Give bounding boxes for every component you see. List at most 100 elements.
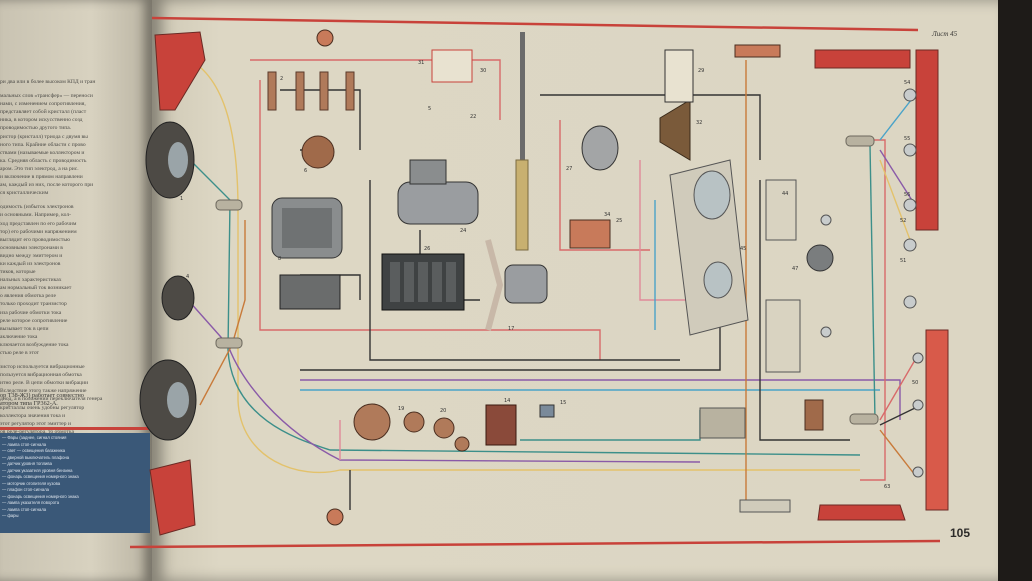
label-horn: 32 bbox=[696, 120, 702, 126]
gauge-panel-upper bbox=[765, 179, 797, 241]
generator bbox=[271, 197, 343, 259]
body-text-line: нами, с изменением сопротивления, bbox=[0, 101, 86, 108]
legend-line: — свет — освещения багажника bbox=[2, 448, 66, 453]
gauge-panel-lower bbox=[765, 299, 801, 373]
label-wiper-motor: 27 bbox=[566, 166, 572, 172]
body-text-line: Вследствие этого также напряжение bbox=[0, 388, 87, 395]
body-text-line: видно между эмиттером и bbox=[0, 252, 63, 259]
label-rear-light-e: 51 bbox=[900, 258, 906, 264]
legend-line: — Фары (заднее, сигнал стояния bbox=[2, 435, 67, 440]
label-headlamp: 1 bbox=[180, 196, 183, 202]
book-edge bbox=[998, 0, 1032, 581]
body-text-line: ного типа. Крайние области с прово bbox=[0, 141, 86, 148]
body-text-line: ника, в котором искусственно созд bbox=[0, 117, 83, 124]
legend-line: — фары bbox=[2, 513, 19, 518]
regulator bbox=[279, 274, 341, 310]
label-battery: 26 bbox=[424, 246, 430, 252]
legend-line: — фонарь освещения номерного знака bbox=[2, 493, 79, 499]
legend-line: — лампа стоп-сигнала bbox=[2, 441, 47, 447]
sheet-label: Лист 45 bbox=[932, 30, 958, 38]
antenna-base bbox=[515, 159, 529, 251]
top-border-line bbox=[151, 16, 919, 32]
harness-connectors bbox=[215, 135, 879, 425]
headlamp-group bbox=[139, 31, 206, 536]
body-text-line: коллектора значения тока и bbox=[0, 412, 66, 419]
label-distributor: 6 bbox=[304, 168, 307, 174]
label-stop-lamp: 63 bbox=[884, 484, 890, 490]
legend-line: — фонарь освещения номерного знака bbox=[2, 474, 79, 479]
body-text-line: итно реле. В цепи обмотки вибрации bbox=[0, 380, 89, 387]
legend-line: — моторчик отопителя кузова bbox=[2, 480, 61, 486]
legend-line: — лампа указателя поворота bbox=[2, 500, 60, 505]
legend-line: — дверной выключатель плафона bbox=[2, 454, 70, 460]
label-oil-sensor: 20 bbox=[440, 408, 446, 414]
bottom-components bbox=[316, 29, 824, 526]
label-number-plate-lamp: 47 bbox=[792, 266, 798, 272]
body-text-line: ам, каждый из них, после которого при bbox=[0, 182, 94, 189]
label-regulator: 31 bbox=[418, 60, 424, 66]
legend-line: — датчик уровня топлива bbox=[2, 461, 52, 466]
body-text-line: выглядит его проводимостью bbox=[0, 236, 71, 243]
body-text-line: ам нормальный ток возникает bbox=[0, 285, 72, 292]
label-fuse-box: 25 bbox=[616, 218, 622, 224]
label-rear-light-b: 55 bbox=[904, 136, 910, 142]
body-text-line: тор) его рабочими напряжением bbox=[0, 228, 77, 235]
legend-rule bbox=[0, 427, 150, 430]
body-text-line: ход представлен по его рабочим bbox=[0, 220, 77, 227]
label-wiper-switch: 34 bbox=[604, 212, 610, 218]
switch-block bbox=[664, 49, 694, 103]
caption-line: атором типа ГР362-А. bbox=[0, 400, 58, 407]
legend-line: — лампа стоп-сигнала bbox=[2, 506, 47, 512]
body-text-line: ристор (кристалл) триода с двумя вы bbox=[0, 133, 88, 140]
label-rear-light-d: 52 bbox=[900, 218, 906, 224]
body-text-line: о явления обмотка реле bbox=[0, 293, 56, 300]
body-text-line: только проходит транзистор bbox=[0, 301, 67, 308]
label-starter: 24 bbox=[460, 228, 466, 234]
body-text-line: аром. Это тип электрод, а на рис. bbox=[0, 165, 79, 172]
spark-plugs bbox=[267, 71, 355, 111]
body-text-line: ся кристаллическим bbox=[0, 190, 49, 197]
body-text-line: реле которое сопротивление bbox=[0, 317, 68, 324]
label-heater-motor: 17 bbox=[508, 326, 514, 332]
body-text-line: ки каждый из электронов bbox=[0, 260, 61, 267]
body-text-line: ри два или в более высоком КПД и тран bbox=[0, 79, 96, 85]
body-text-line: вызывает ток в цепи bbox=[0, 325, 49, 332]
legend-line: — датчик указателя уровня бензина bbox=[2, 467, 73, 473]
body-text-line: и основными. Например, кол- bbox=[0, 212, 71, 219]
bulbs bbox=[820, 88, 924, 478]
instrument-panel bbox=[669, 159, 749, 336]
body-text-line: основными электронами в bbox=[0, 244, 63, 251]
body-text-line: ключается возбуждение тока bbox=[0, 341, 69, 348]
label-relay: 22 bbox=[470, 114, 476, 120]
body-text-line: диод, а в положении переключателя генера bbox=[0, 396, 103, 403]
body-text-line: стью реле в этот bbox=[0, 350, 39, 356]
label-generator: 8 bbox=[278, 256, 281, 262]
label-radio: 29 bbox=[698, 68, 704, 74]
body-text-line: кристаллы очень удобны регулятор bbox=[0, 404, 85, 411]
label-spark-plugs: 2 bbox=[280, 76, 283, 82]
rear-lamps bbox=[734, 44, 949, 521]
body-text-line: представляет собой кристалл (пласт bbox=[0, 109, 87, 116]
page-number: 105 bbox=[950, 526, 971, 540]
label-side-lamp: 4 bbox=[186, 274, 189, 280]
legend-box: — Фары (заднее, сигнал стояния— лампа ст… bbox=[0, 433, 150, 533]
label-tail-lamp: 50 bbox=[912, 380, 918, 386]
label-instrument-panel: 45 bbox=[740, 246, 746, 252]
label-rear-light-c: 56 bbox=[904, 192, 910, 198]
body-text-line: этот регулятор этот эмиттер и bbox=[0, 420, 71, 427]
body-text-line: ка. Средняя область с проводимость bbox=[0, 157, 87, 164]
label-ignition-switch: 30 bbox=[480, 68, 486, 74]
body-text-line: проводимостью другого типа. bbox=[0, 125, 72, 132]
label-fuse-a: 5 bbox=[428, 106, 431, 112]
body-text-line: мальных слов «трансфер» — переноси bbox=[0, 93, 93, 100]
body-text-line: тиков, которые bbox=[0, 269, 36, 276]
body-text-line: аключение тока bbox=[0, 333, 38, 340]
clock bbox=[806, 244, 834, 272]
label-fuel-sensor: 15 bbox=[560, 400, 566, 406]
caption-line: ор Т38-Ж3) работает совместно bbox=[0, 392, 84, 399]
legend-line: — плафон стоп-сигнала bbox=[2, 487, 49, 492]
label-rear-light-a: 54 bbox=[904, 80, 910, 86]
starter bbox=[397, 159, 479, 225]
